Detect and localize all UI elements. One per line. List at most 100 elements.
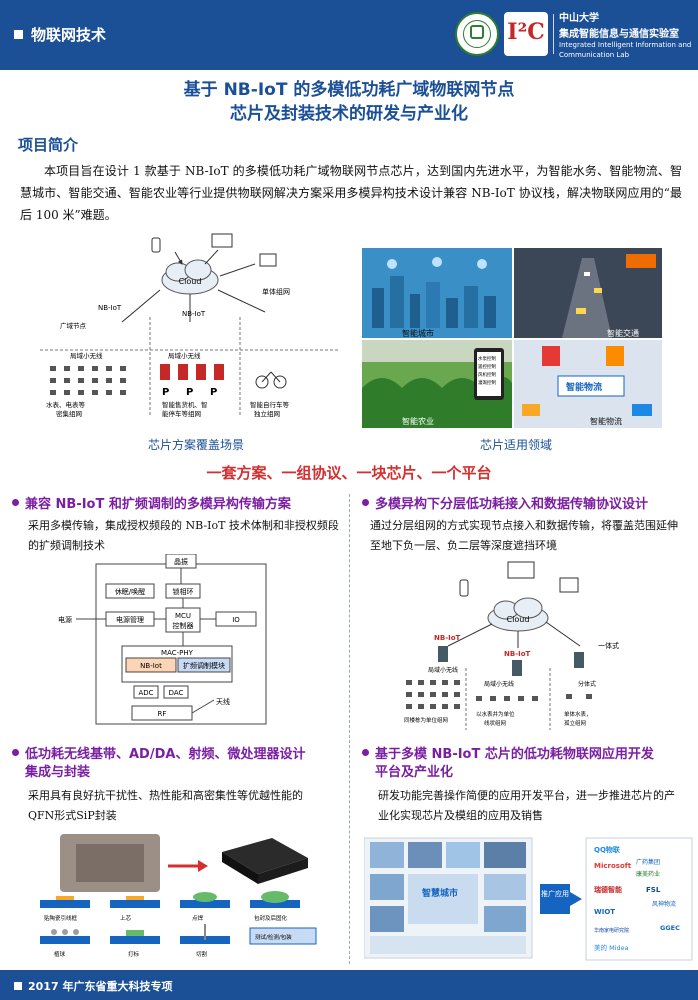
q4-heading: 基于多模 NB-IoT 芯片的低功耗物联网应用开发 平台及产业化 (362, 746, 692, 782)
split-type-label: 分体式 (578, 680, 596, 688)
cloud-label: Cloud (179, 277, 202, 286)
antenna-label: 天线 (216, 697, 230, 706)
svg-text:P: P (186, 387, 193, 398)
q2-title: 多模异构下分层低功耗接入和数据传输协议设计 (375, 497, 649, 512)
lan-label-center: 局域小无线 (168, 351, 201, 360)
left-figure-caption: 芯片方案覆盖场景 (148, 438, 245, 452)
smart-city-image (362, 248, 512, 338)
linear-network-label: 线状组网 (484, 719, 507, 727)
q2-heading: 多模异构下分层低功耗接入和数据传输协议设计 (362, 496, 692, 514)
phone-icon (151, 237, 161, 253)
q3-heading: 低功耗无线基带、AD/DA、射频、微处理器设计 集成与封装 (12, 746, 342, 782)
cloud-label: Cloud (507, 615, 530, 624)
agri-phone-item-3: 风机控制 (478, 371, 496, 378)
lan-label-1: 局域小无线 (428, 666, 458, 674)
agri-phone-item-2: 遥控控制 (478, 363, 496, 370)
q1-heading: 兼容 NB-IoT 和扩频调制的多模异构传输方案 (12, 496, 342, 514)
nbiot-module-label: NB-Iot (140, 662, 162, 670)
independent-network-label: 独立组网 (254, 409, 280, 418)
lab-name-en-line2: Communication Lab (559, 51, 630, 59)
university-seal-logo (455, 12, 499, 56)
parking-network-label: 能停车等组网 (162, 409, 201, 418)
slogan: 一套方案、一组协议、一块芯片、一个平台 (206, 464, 492, 482)
footer-text: 2017 年广东省重大科技专项 (28, 980, 173, 993)
q3-text: 采用具有良好抗干扰性、热性能和高密集性等优越性能的QFN形式SiP封装 (28, 789, 303, 822)
bullet-icon (12, 499, 19, 506)
dense-network-label: 密集组网 (56, 409, 82, 418)
monitor-icon (559, 577, 579, 593)
smart-city-label: 智能城市 (402, 328, 434, 338)
lab-name-cn: 集成智能信息与通信实验室 (559, 29, 679, 40)
partner-qq: QQ物联 (594, 845, 621, 854)
intro-paragraph: 本项目旨在设计 1 款基于 NB-IoT 的多模低功耗广域物联网节点芯片，达到国… (20, 164, 682, 222)
cloud-icon (487, 597, 549, 632)
smart-city-label: 智慧城市 (422, 887, 458, 899)
sleep-wake-box-label: 休眠/唤醒 (115, 587, 145, 596)
step-ball-mount: 植球 (54, 950, 66, 958)
partner-fsl: FSL (646, 886, 661, 894)
application-domains-image: 智能城市 智能交通 水泵控制 遥控控制 风机控制 灌溉控制 智能农业 智能物流 … (362, 248, 662, 428)
arrow-icon (570, 892, 582, 906)
svg-text:P: P (162, 387, 169, 398)
building-network-label: 同楼栋为单位组网 (404, 716, 449, 724)
bicycle-label: 智能自行车等 (250, 400, 290, 409)
nbiot-label-left: NB-IoT (98, 304, 122, 312)
bicycle-icon (255, 371, 287, 389)
power-input-label: 电源 (58, 615, 72, 624)
partner-home-appliance-institute: 华南家电研究院 (594, 927, 629, 934)
q4-title-line-2: 平台及产业化 (375, 765, 454, 780)
smart-logistics-image (514, 340, 662, 428)
partner-fengshen: 风神物流 (652, 900, 676, 908)
laptop-icon (507, 561, 535, 579)
q4-text: 研发功能完善操作简便的应用开发平台，进一步推进芯片的产业化实现芯片及模组的应用及… (378, 789, 675, 822)
lab-logo: I²C (504, 12, 548, 56)
agri-phone-item-1: 水泵控制 (478, 355, 496, 362)
adc-box-label: ADC (138, 689, 153, 697)
right-figure-caption: 芯片适用领域 (480, 438, 553, 452)
nbiot-label-1: NB-IoT (434, 634, 461, 642)
q3-title-line-2: 集成与封装 (25, 765, 91, 780)
promotion-label: 推广应用 (541, 889, 569, 898)
nbiot-label-center: NB-IoT (182, 310, 206, 318)
controller-box-label: 控制器 (173, 621, 194, 630)
io-box-label: IO (232, 616, 240, 624)
footer-bar: 2017 年广东省重大科技专项 (0, 970, 698, 1000)
university-name: 中山大学 (559, 13, 599, 24)
q3-title-line-1: 低功耗无线基带、AD/DA、射频、微处理器设计 (25, 747, 306, 762)
square-bullet-icon (14, 30, 23, 39)
meter-grid-icons (50, 366, 126, 395)
dac-box-label: DAC (169, 689, 184, 697)
spread-spectrum-module-label: 扩频调制模块 (183, 661, 225, 670)
header-bar: 物联网技术 I²C 中山大学 集成智能信息与通信实验室 Integrated I… (0, 0, 698, 70)
smart-logistics-label: 智能物流 (590, 416, 622, 426)
q1-text: 采用多模传输，集成授权频段的 NB-IoT 技术体制和非授权频段的扩频调制技术 (28, 519, 339, 552)
smart-logistics-center-label: 智能物流 (566, 381, 602, 393)
step-test-pack: 测试/检测/包装 (255, 933, 292, 941)
crystal-box-label: 晶振 (174, 557, 188, 566)
smart-traffic-image (514, 248, 662, 338)
packaging-process-image: 贴陶瓷引线框 上芯 点焊 包封及后固化 植球 打标 切割 测试/检测/包装 (40, 834, 317, 958)
laptop-icon (211, 233, 233, 248)
qfn-package-image (222, 838, 308, 874)
header-divider (553, 14, 554, 54)
lan-label-2: 局域小无线 (484, 680, 514, 688)
partner-wiot: WIOT (594, 908, 615, 916)
step-lead-frame: 贴陶瓷引线框 (44, 914, 78, 922)
chip-architecture-diagram: 晶振 休眠/唤醒 锁相环 电源 电源管理 MCU 控制器 IO MAC-PHY … (58, 554, 267, 725)
promotion-box (540, 884, 570, 914)
rf-box-label: RF (158, 710, 167, 718)
bullet-icon (362, 749, 369, 756)
square-bullet-icon (14, 982, 22, 990)
isolated-network-label: 孤立组网 (564, 719, 587, 727)
smart-traffic-label: 智能交通 (607, 328, 639, 338)
poster-title: 基于 NB-IoT 的多模低功耗广域物联网节点 芯片及封装技术的研发与产业化 (0, 78, 698, 126)
footer-label: 2017 年广东省重大科技专项 (14, 978, 172, 994)
q4-title-line-1: 基于多模 NB-IoT 芯片的低功耗物联网应用开发 (375, 747, 654, 762)
single-network-label: 单体组网 (262, 287, 290, 296)
smart-agriculture-image (362, 340, 512, 428)
partner-ruide: 瑞德智能 (594, 885, 622, 894)
monitor-icon (259, 253, 277, 267)
meter-well-label: 以水表井为单位 (476, 710, 515, 718)
step-dicing: 切割 (196, 950, 208, 958)
